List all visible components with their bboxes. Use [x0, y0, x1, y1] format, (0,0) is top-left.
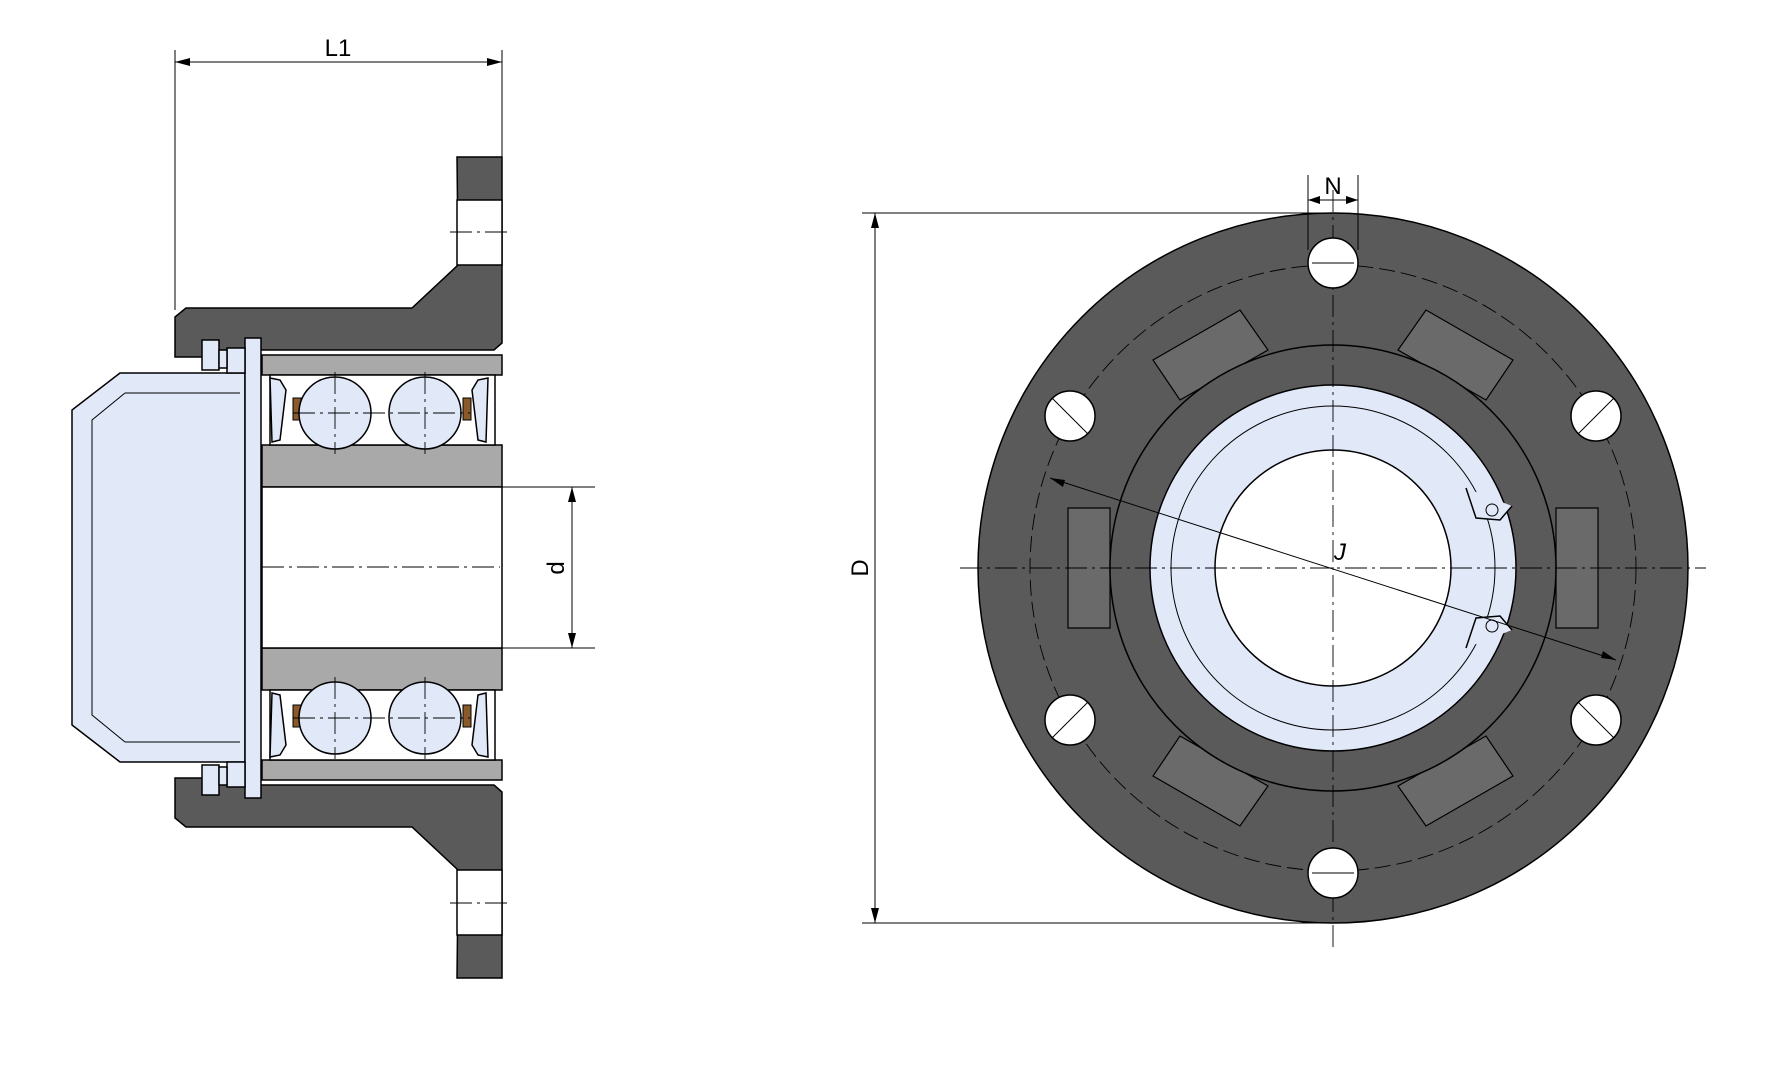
- label-j: J: [1333, 539, 1347, 566]
- outer-ring-lower: [261, 759, 503, 781]
- dimension-j: J: [1049, 477, 1617, 661]
- label-d: d: [543, 561, 570, 574]
- label-l1: L1: [325, 35, 352, 62]
- clip-upper: [201, 339, 220, 371]
- section-view: L1 d: [71, 35, 595, 979]
- ribs: [1067, 309, 1599, 827]
- dimension-l1: L1: [174, 35, 503, 310]
- flange-hole-lower: [456, 869, 503, 936]
- front-view: J D N: [847, 173, 1706, 948]
- dimension-n: N: [1307, 173, 1359, 250]
- inner-ring-upper: [261, 444, 503, 488]
- cage-lower-right: [462, 704, 472, 728]
- label-D: D: [847, 559, 874, 576]
- notch-hole-upper: [1485, 503, 1499, 517]
- clip-lower: [201, 764, 220, 796]
- cover-flange: [244, 337, 262, 799]
- balls: [293, 372, 470, 759]
- dimension-d: d: [502, 486, 595, 649]
- bolt-holes: [1044, 237, 1622, 899]
- cage-upper-right: [462, 397, 472, 421]
- flange-hole-upper: [456, 199, 503, 266]
- inner-ring-lower: [261, 647, 503, 691]
- bore: [261, 486, 503, 649]
- label-n: N: [1324, 173, 1341, 200]
- housing-upper: [174, 156, 503, 358]
- outer-ring-upper: [261, 354, 503, 376]
- cover-cap: [71, 372, 246, 763]
- dimension-D: D: [847, 212, 1333, 924]
- housing-lower: [174, 777, 503, 979]
- seals: [269, 377, 489, 758]
